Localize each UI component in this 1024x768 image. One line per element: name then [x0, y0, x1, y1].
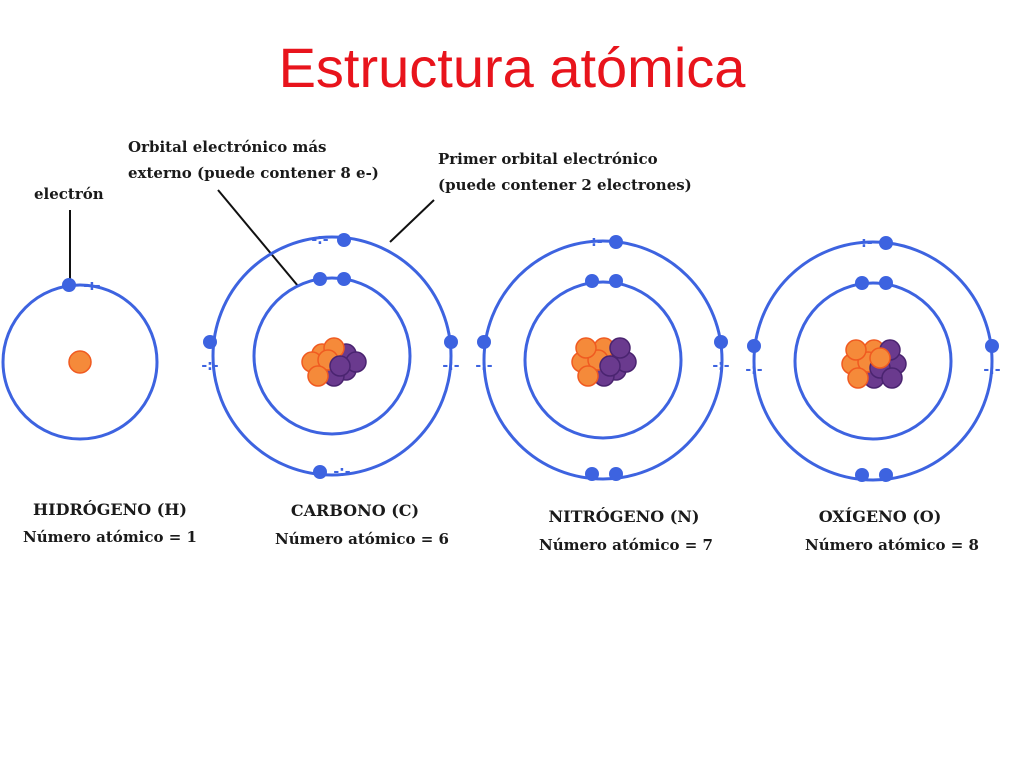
electron-vacancy: -:- [745, 362, 762, 378]
proton [68, 350, 92, 374]
orbital-hydrogen-1 [1, 283, 159, 441]
atom-name-nitrogen: NITRÓGENO (N) [548, 506, 699, 526]
atomic-number-nitrogen: Número atómico = 7 [539, 536, 713, 554]
proton [575, 337, 597, 359]
proton [307, 365, 329, 387]
outer-orbital-leader-line [217, 189, 299, 287]
orbital-oxygen-1 [793, 281, 953, 441]
outer-orbital-annotation-line2: externo (puede contener 8 e-) [128, 164, 379, 182]
proton [869, 347, 891, 369]
outer-orbital-annotation-line1: Orbital electrónico más [128, 138, 326, 156]
proton [847, 367, 869, 389]
electron [609, 235, 623, 249]
electron-vacancy: -:- [983, 362, 1000, 378]
atom-name-carbon: CARBONO (C) [291, 501, 419, 520]
electron [879, 468, 893, 482]
electron [879, 276, 893, 290]
electron [585, 467, 599, 481]
orbital-carbon-2 [211, 235, 453, 477]
electron [747, 339, 761, 353]
electron-vacancy: -:- [333, 464, 350, 480]
electron [609, 274, 623, 288]
orbital-oxygen-2 [752, 240, 994, 482]
electron-vacancy: -:- [475, 358, 492, 374]
electron [855, 468, 869, 482]
first-orbital-annotation-line1: Primer orbital electrónico [438, 150, 658, 168]
neutron [609, 337, 631, 359]
electron [985, 339, 999, 353]
electron [585, 274, 599, 288]
nucleus-hydrogen [68, 350, 92, 374]
proton [845, 339, 867, 361]
electron-vacancy: -:- [855, 235, 872, 251]
electron [337, 272, 351, 286]
electron [714, 335, 728, 349]
atom-hydrogen: -:- HIDRÓGENO (H) Número atómico = 1 [1, 278, 197, 546]
electron [313, 465, 327, 479]
neutron [329, 355, 351, 377]
electron [444, 335, 458, 349]
atomic-number-oxygen: Número atómico = 8 [805, 536, 979, 554]
atom-name-hydrogen: HIDRÓGENO (H) [33, 499, 187, 519]
orbital-nitrogen-1 [523, 280, 683, 440]
electron [62, 278, 76, 292]
orbital-nitrogen-2 [482, 239, 724, 481]
electron-vacancy: -:- [201, 358, 218, 374]
electron-vacancy: -:- [83, 278, 100, 294]
atomic-number-carbon: Número atómico = 6 [275, 530, 449, 548]
atom-name-oxygen: OXÍGENO (O) [819, 506, 942, 526]
neutron [599, 355, 621, 377]
orbital-carbon-1 [252, 276, 412, 436]
neutron [881, 367, 903, 389]
electron-vacancy: -:- [442, 358, 459, 374]
atom-carbon: -:- -:- -:- -:- CARBONO (C) Número atómi… [201, 232, 459, 548]
proton [577, 365, 599, 387]
electron [855, 276, 869, 290]
electron-annotation: electrón [34, 185, 104, 203]
nucleus-carbon [301, 337, 367, 387]
page-title: Estructura atómica [278, 36, 746, 99]
electron [477, 335, 491, 349]
nucleus-nitrogen [571, 337, 637, 387]
electron [313, 272, 327, 286]
atomic-number-hydrogen: Número atómico = 1 [23, 528, 197, 546]
nucleus-oxygen [841, 339, 907, 389]
first-orbital-leader-line [389, 199, 435, 243]
electron-vacancy: -:- [311, 232, 328, 248]
electron [203, 335, 217, 349]
atom-nitrogen: -:- -:- -:- NITRÓGENO (N) Número atómico… [475, 234, 729, 554]
electron [609, 467, 623, 481]
electron [879, 236, 893, 250]
electron-vacancy: -:- [712, 358, 729, 374]
atom-oxygen: -:- -:- -:- OXÍGENO (O) Número atómico =… [745, 235, 1000, 554]
electron [337, 233, 351, 247]
electron-vacancy: -:- [585, 234, 602, 250]
first-orbital-annotation-line2: (puede contener 2 electrones) [438, 176, 692, 194]
